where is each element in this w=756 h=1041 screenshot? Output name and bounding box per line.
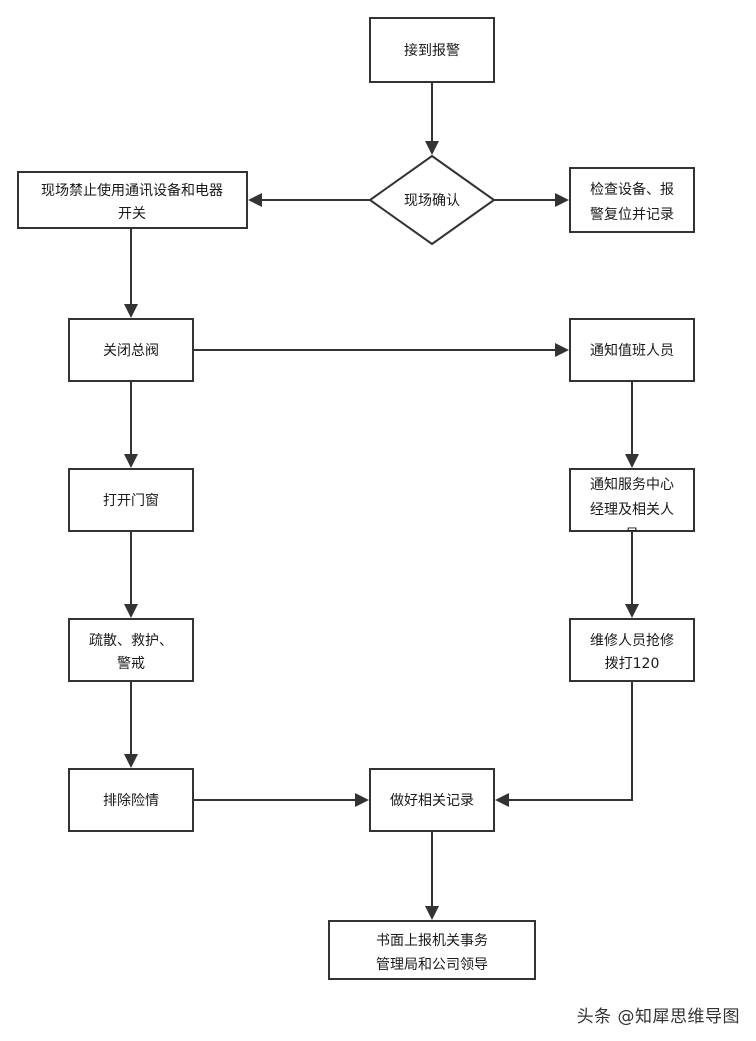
node-label-line1: 通知服务中心: [590, 476, 674, 493]
node-label: 排除险情: [103, 793, 159, 809]
node-label-line2: 开关: [118, 206, 146, 222]
node-check-equipment: 检查设备、报 警复位并记录: [569, 167, 695, 233]
node-report: 书面上报机关事务 管理局和公司领导: [328, 920, 536, 980]
node-label: 关闭总阀: [103, 343, 159, 359]
node-label-line1: 疏散、救护、: [89, 633, 173, 649]
node-notify-manager: 通知服务中心 经理及相关人 员: [569, 468, 695, 543]
node-label: 做好相关记录: [390, 793, 474, 809]
node-label: 通知值班人员: [590, 342, 674, 359]
arrowhead: [625, 454, 639, 468]
arrowhead: [425, 906, 439, 920]
node-close-valve: 关闭总阀: [68, 318, 194, 382]
node-label-line2: 管理局和公司领导: [376, 957, 488, 973]
node-label-line1: 维修人员抢修: [590, 632, 674, 649]
edges: [124, 82, 639, 920]
node-receive-alarm: 接到报警: [369, 17, 495, 83]
watermark: 头条 @知犀思维导图: [576, 1007, 740, 1027]
arrowhead: [124, 754, 138, 768]
node-open-window: 打开门窗: [68, 468, 194, 532]
node-label: 现场确认: [404, 193, 460, 209]
arrowhead: [495, 793, 509, 807]
node-forbid-devices: 现场禁止使用通讯设备和电器 开关: [17, 171, 248, 229]
arrowhead: [625, 604, 639, 618]
node-label-line1: 检查设备、报: [590, 181, 674, 198]
arrowhead: [555, 193, 569, 207]
node-label-line1: 书面上报机关事务: [376, 933, 488, 949]
arrowhead: [124, 304, 138, 318]
arrowhead: [555, 343, 569, 357]
arrowhead: [425, 141, 439, 155]
node-label-line2: 警戒: [117, 656, 145, 672]
node-label-line2: 拨打120: [605, 655, 660, 672]
node-notify-duty: 通知值班人员: [569, 318, 695, 382]
node-label-line2: 警复位并记录: [590, 206, 674, 223]
node-label-line2: 经理及相关人: [590, 502, 674, 518]
node-label: 打开门窗: [103, 492, 159, 509]
edge-repair-to-record: [509, 682, 633, 801]
arrowhead: [355, 793, 369, 807]
node-repair: 维修人员抢修 拨打120: [569, 618, 695, 682]
node-evacuate: 疏散、救护、 警戒: [68, 618, 194, 682]
arrowhead: [248, 193, 262, 207]
arrowhead: [124, 454, 138, 468]
node-eliminate-danger: 排除险情: [68, 768, 194, 832]
node-label: 接到报警: [404, 42, 460, 59]
arrowhead: [124, 604, 138, 618]
node-label-line3: 员: [625, 527, 639, 543]
node-label-line1: 现场禁止使用通讯设备和电器: [41, 182, 223, 199]
node-site-confirm: 现场确认: [368, 154, 496, 246]
node-record: 做好相关记录: [369, 768, 495, 832]
